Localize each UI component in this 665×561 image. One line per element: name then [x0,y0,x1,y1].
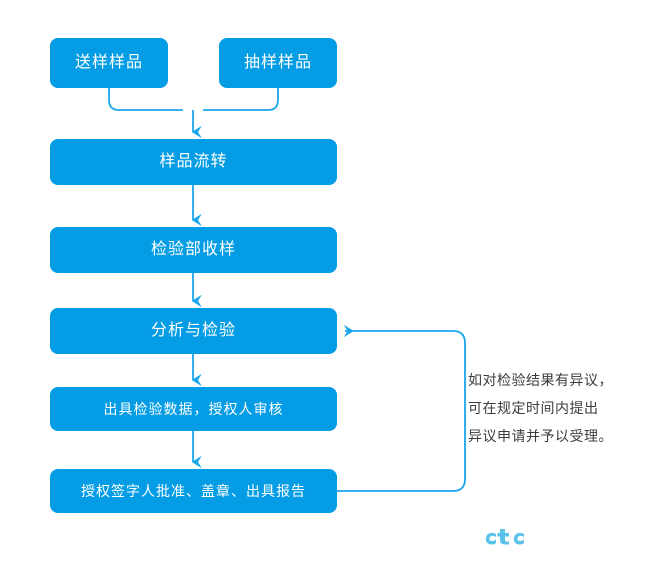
node-approve-seal-report[interactable]: 授权签字人批准、盖章、出具报告 [50,469,337,513]
ctc-logo-letter-c-left [485,532,496,545]
node-approve-seal-report-label: 授权签字人批准、盖章、出具报告 [81,483,306,499]
node-issue-data-review-label: 出具检验数据，授权人审核 [103,401,284,417]
node-inspection-dept-receive[interactable]: 检验部收样 [50,227,337,273]
node-spot-sample[interactable]: 抽样样品 [219,38,337,88]
objection-annotation: 如对检验结果有异议， 可在规定时间内提出 异议申请并予以受理。 [468,366,638,450]
node-spot-sample-label: 抽样样品 [243,54,312,71]
node-sample-transfer-label: 样品流转 [159,153,228,170]
ctc-logo [485,529,524,545]
node-submit-sample-label: 送样样品 [74,54,143,71]
node-analysis-and-inspection[interactable]: 分析与检验 [50,308,337,354]
node-inspection-dept-receive-label: 检验部收样 [150,241,236,258]
edge-submit-to-flow [108,88,183,111]
ctc-logo-letter-t [497,529,509,545]
node-submit-sample[interactable]: 送样样品 [50,38,168,88]
ctc-logo-letter-c-right [513,532,524,545]
node-issue-data-review[interactable]: 出具检验数据，授权人审核 [50,387,337,431]
objection-annotation-line-1: 如对检验结果有异议， [468,372,613,388]
node-sample-transfer[interactable]: 样品流转 [50,139,337,185]
objection-annotation-line-3: 异议申请并予以受理。 [468,428,613,444]
edge-report-to-analyze-feedback [337,324,466,492]
objection-annotation-line-2: 可在规定时间内提出 [468,400,599,416]
node-analysis-and-inspection-label: 分析与检验 [150,322,236,339]
edge-sample-to-flow [203,88,279,111]
